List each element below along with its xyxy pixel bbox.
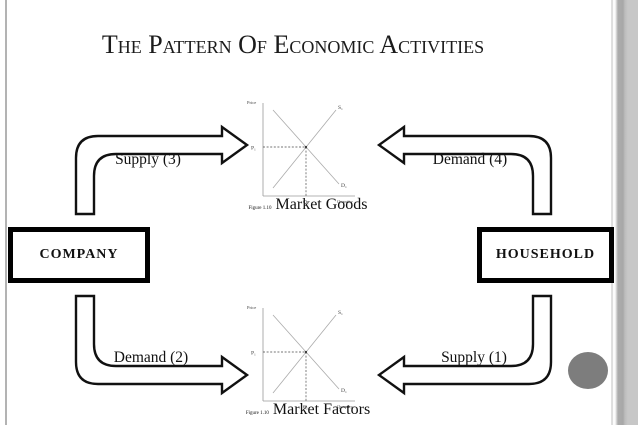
price-axis-label: Price [247, 305, 256, 310]
household-box: HOUSEHOLD [477, 227, 614, 283]
supply-3-label: Supply (3) [115, 151, 181, 168]
company-box: COMPANY [8, 227, 150, 283]
household-label: HOUSEHOLD [495, 247, 596, 262]
supply-curve-label: S₁ [338, 105, 343, 111]
supply-curve [272, 109, 337, 189]
company-label: COMPANY [39, 247, 119, 262]
market-goods-chart: Price Quantity P₁ Q₁ S₁ D₁ [247, 100, 355, 206]
demand-curve-label: D₁ [341, 183, 347, 189]
supply-curve-label: S₁ [338, 310, 343, 316]
figure-label: Figure 1.10 [245, 411, 269, 416]
market-goods-caption: Figure 1.10 Market Goods [240, 196, 376, 214]
right-edge-stripes [610, 0, 638, 425]
quantity-tick-label: Q₁ [303, 200, 309, 206]
demand-2-label: Demand (2) [113, 349, 189, 366]
market-factors-chart: Price Quantity P₁ Q₁ S₁ D₁ [247, 305, 355, 411]
quantity-axis-label: Quantity [337, 199, 353, 204]
equilibrium-point [304, 145, 308, 149]
figure-label: Figure 1.10 [248, 206, 272, 211]
market-factors-caption: Figure 1.10 Market Factors [240, 401, 376, 419]
caption-text: Market Goods [275, 196, 368, 213]
demand-curve-label: D₁ [341, 388, 347, 394]
supply-3-arrow [74, 124, 250, 216]
equilibrium-point [304, 350, 308, 354]
supply-1-arrow [376, 294, 553, 396]
demand-2-arrow [74, 294, 250, 396]
demand-4-arrow [376, 124, 553, 216]
quantity-axis-label: Quantity [337, 404, 353, 409]
price-tick-label: P₁ [251, 351, 256, 357]
demand-4-label: Demand (4) [432, 151, 508, 168]
price-tick-label: P₁ [251, 146, 256, 152]
supply-1-label: Supply (1) [441, 349, 507, 366]
quantity-tick-label: Q₁ [303, 405, 309, 411]
page-title: The Pattern Of Economic Activities [101, 30, 485, 59]
gray-circle-decoration [568, 352, 608, 389]
left-edge-line [5, 0, 7, 425]
price-axis-label: Price [247, 100, 256, 105]
supply-curve [272, 314, 337, 394]
caption-text: Market Factors [272, 401, 371, 418]
